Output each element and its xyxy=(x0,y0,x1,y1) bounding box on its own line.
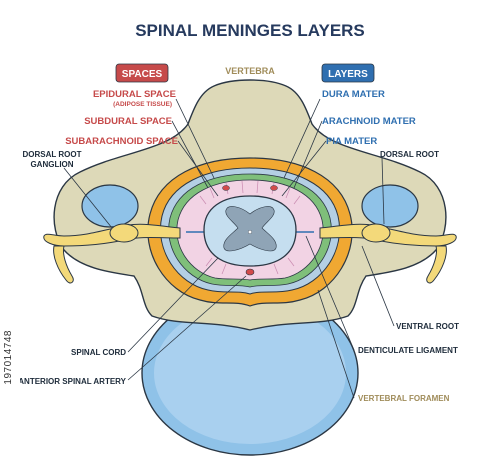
epidural-space-note: (ADIPOSE TISSUE) xyxy=(113,101,172,108)
right-dorsal-root-ganglion xyxy=(361,223,391,243)
denticulate-ligament-label: DENTICULATE LIGAMENT xyxy=(358,346,458,355)
stock-id: 197014748 xyxy=(3,330,14,385)
posterior-vessel-left xyxy=(222,185,230,191)
arachnoid-trabeculae xyxy=(199,180,301,275)
right-facet xyxy=(361,184,419,228)
dorsal-root-label: DORSAL ROOT xyxy=(380,150,439,159)
stock-id-strip: 197014748 xyxy=(0,0,20,465)
subdural-space-label: SUBDURAL SPACE xyxy=(84,116,172,127)
layers-badge-label: LAYERS xyxy=(328,69,368,80)
left-nerve-root xyxy=(43,223,181,284)
anterior-spinal-artery xyxy=(245,268,255,276)
leader-lines xyxy=(63,98,395,399)
vertebral-body-inner xyxy=(154,302,346,444)
diagram-title: SPINAL MENINGES LAYERS xyxy=(135,21,365,40)
vertebral-foramen-label: VERTEBRAL FORAMEN xyxy=(358,394,450,403)
dorsal-root-ganglion-label-1: DORSAL ROOT xyxy=(23,150,82,159)
dorsal-root-ganglion-label-2: GANGLION xyxy=(30,160,73,169)
spinal-cord-label: SPINAL CORD xyxy=(71,348,126,357)
epidural-space-label: EPIDURAL SPACE xyxy=(93,89,176,100)
anterior-spinal-artery-label: ANTERIOR SPINAL ARTERY xyxy=(18,377,126,386)
central-canal xyxy=(247,229,252,234)
left-facet xyxy=(81,184,139,228)
ventral-root-label: VENTRAL ROOT xyxy=(396,322,459,331)
grey-matter xyxy=(223,206,277,252)
layers-badge: LAYERS xyxy=(321,63,375,83)
left-dorsal-root-ganglion xyxy=(109,223,139,243)
dura-mater-label: DURA MATER xyxy=(322,89,385,100)
posterior-vessel-right xyxy=(270,185,278,191)
arachnoid-mater-label: ARACHNOID MATER xyxy=(322,116,416,127)
vertebra-label: VERTEBRA xyxy=(225,66,275,76)
right-nerve-root xyxy=(319,223,457,284)
spaces-badge-label: SPACES xyxy=(122,69,163,80)
subarachnoid-space-label: SUBARACHNOID SPACE xyxy=(65,136,178,147)
spaces-badge: SPACES xyxy=(115,63,169,83)
pia-mater-label: PIA MATER xyxy=(326,136,377,147)
